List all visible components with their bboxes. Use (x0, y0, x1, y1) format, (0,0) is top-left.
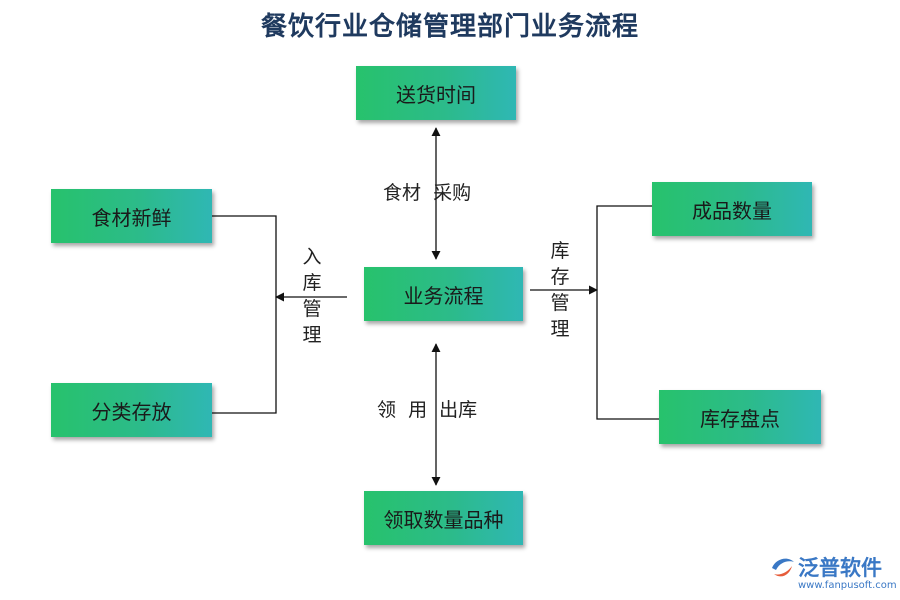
bracket-left (212, 215, 277, 414)
edge-label-right: 库 存 管 理 (550, 240, 570, 340)
node-center: 业务流程 (364, 267, 523, 321)
bracket-right (596, 205, 659, 420)
diagram-title: 餐饮行业仓储管理部门业务流程 (260, 12, 639, 42)
node-top: 送货时间 (356, 66, 516, 120)
brand-name: 泛普软件 (798, 556, 882, 580)
brand-url: www.fanpusoft.com (798, 580, 897, 591)
edge-label-bottom: 领 用 出库 (377, 399, 478, 421)
node-right-bottom: 库存盘点 (659, 390, 821, 444)
edge-label-top: 食材 采购 (383, 182, 472, 204)
edge-label-left: 入 库 管 理 (302, 246, 322, 346)
node-left-top: 食材新鲜 (51, 189, 212, 243)
brand-logo: 泛普软件 www.fanpusoft.com (770, 552, 897, 597)
node-right-top: 成品数量 (652, 182, 812, 236)
brand-mark-icon (772, 558, 794, 577)
node-left-bottom: 分类存放 (51, 383, 212, 437)
node-bottom: 领取数量品种 (364, 491, 523, 545)
